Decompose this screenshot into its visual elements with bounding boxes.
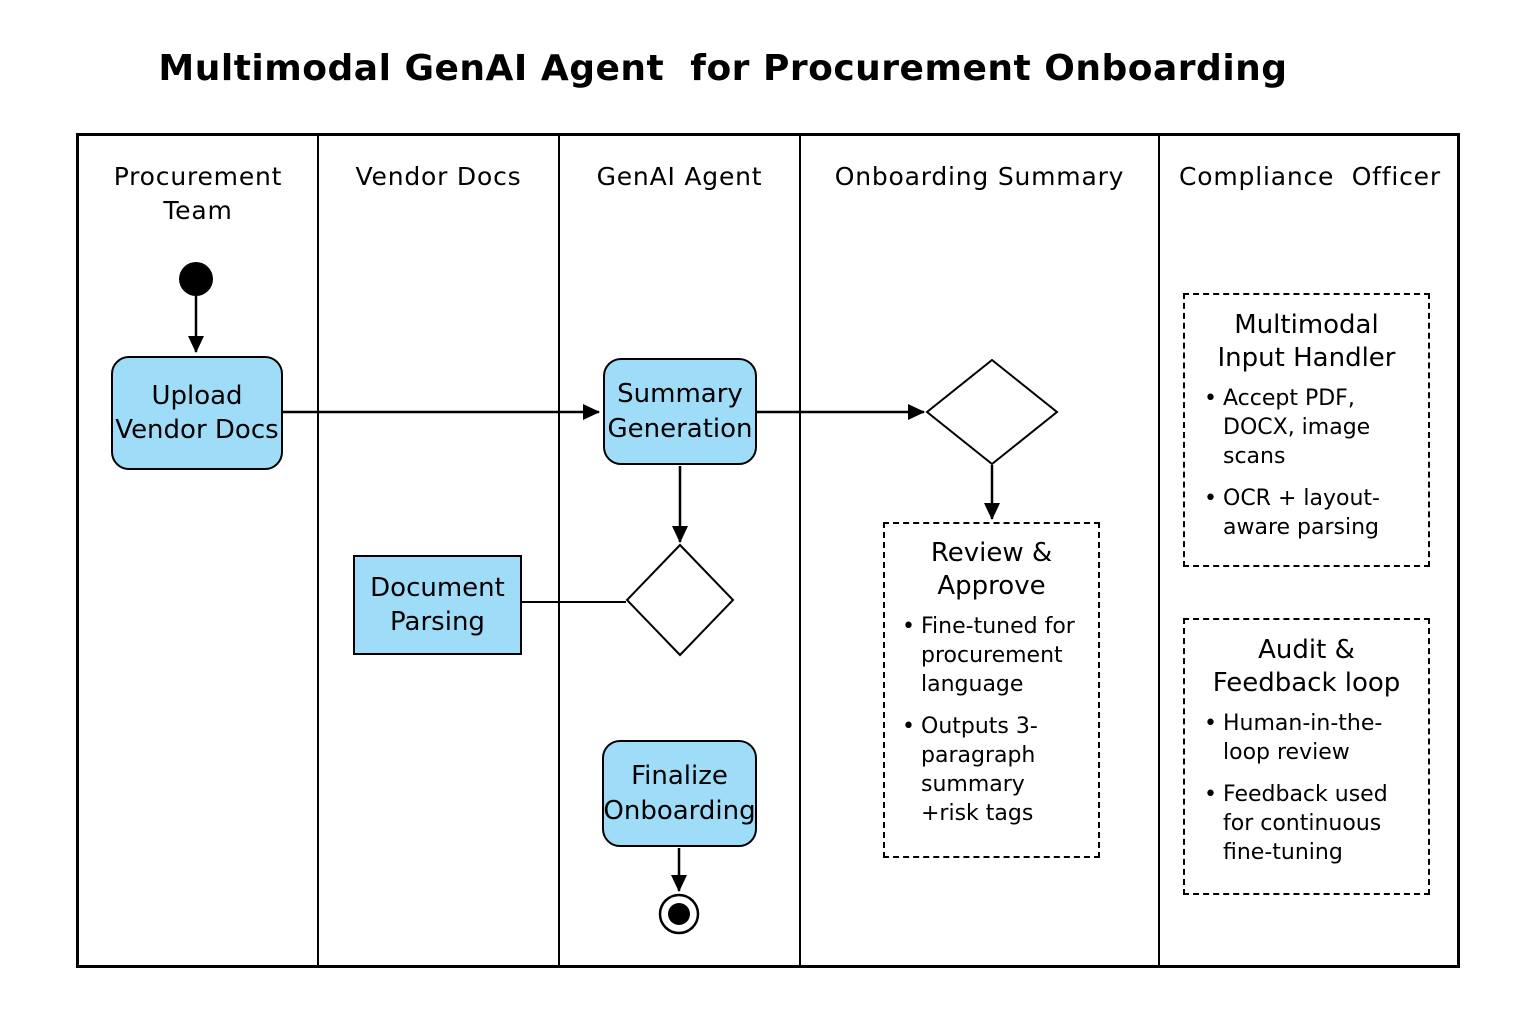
bullet-item: • Human-in-the-loop review bbox=[1201, 709, 1412, 767]
bullet-text: Fine-tuned for procurement language bbox=[921, 614, 1075, 698]
bullet-icon: • bbox=[1204, 711, 1217, 736]
bullet-text: Outputs 3-paragraph summary +risk tags bbox=[921, 714, 1038, 827]
note-title-line: Review & bbox=[930, 538, 1053, 568]
lane-header-vendor-docs: Vendor Docs bbox=[355, 162, 522, 191]
activity-label-line: Document bbox=[370, 572, 505, 603]
lane-header-procurement-team: Procurement Team bbox=[113, 162, 283, 225]
note-review-approve: Review & Approve • Fine-tuned for procur… bbox=[883, 522, 1100, 858]
bullet-icon: • bbox=[902, 614, 915, 639]
lane-header-genai-agent: GenAI Agent bbox=[596, 162, 763, 191]
activity-finalize-onboarding: Finalize Onboarding bbox=[602, 740, 757, 847]
note-title: Audit & Feedback loop bbox=[1201, 634, 1412, 699]
bullet-text: Human-in-the-loop review bbox=[1223, 711, 1383, 766]
note-title-line: Multimodal bbox=[1234, 310, 1379, 340]
activity-label-line: Summary bbox=[617, 379, 743, 410]
activity-label-line: Parsing bbox=[390, 607, 485, 637]
activity-document-parsing: Document Parsing bbox=[353, 555, 522, 655]
bullet-icon: • bbox=[902, 714, 915, 740]
note-title: Review & Approve bbox=[899, 537, 1084, 602]
lane-divider-3 bbox=[799, 133, 801, 968]
bullet-item: • Fine-tuned for procurement language bbox=[899, 612, 1084, 699]
activity-label-line: Vendor Docs bbox=[115, 415, 279, 445]
note-title-line: Input Handler bbox=[1217, 342, 1396, 373]
bullet-text: OCR + layout-aware parsing bbox=[1223, 486, 1380, 541]
activity-label-line: Finalize bbox=[631, 761, 728, 792]
bullet-icon: • bbox=[1204, 486, 1217, 512]
activity-label-line: Onboarding bbox=[603, 795, 756, 826]
lane-header-compliance-officer: Compliance Officer bbox=[1179, 162, 1441, 191]
bullet-item: • OCR + layout-aware parsing bbox=[1201, 484, 1412, 542]
bullet-item: • Outputs 3-paragraph summary +risk tags bbox=[899, 712, 1084, 828]
bullet-text: Accept PDF, DOCX, image scans bbox=[1223, 386, 1371, 470]
note-audit-feedback-loop: Audit & Feedback loop • Human-in-the-loo… bbox=[1183, 618, 1430, 895]
note-title-line: Approve bbox=[937, 570, 1046, 601]
note-multimodal-input-handler: Multimodal Input Handler • Accept PDF, D… bbox=[1183, 293, 1430, 567]
activity-label-line: Generation bbox=[607, 413, 753, 444]
activity-upload-vendor-docs: Upload Vendor Docs bbox=[111, 356, 283, 470]
bullet-item: • Feedback used for continuous fine-tuni… bbox=[1201, 780, 1412, 867]
activity-summary-generation: Summary Generation bbox=[603, 358, 757, 465]
bullet-icon: • bbox=[1204, 782, 1217, 808]
swimlane-frame bbox=[76, 133, 1460, 968]
activity-label-line: Upload bbox=[151, 380, 243, 411]
lane-divider-1 bbox=[317, 133, 319, 968]
note-title-line: Feedback loop bbox=[1212, 667, 1401, 698]
bullet-item: • Accept PDF, DOCX, image scans bbox=[1201, 384, 1412, 471]
lane-header-onboarding-summary: Onboarding Summary bbox=[834, 162, 1125, 191]
note-title-line: Audit & bbox=[1258, 635, 1355, 665]
lane-divider-2 bbox=[558, 133, 560, 968]
lane-divider-4 bbox=[1158, 133, 1160, 968]
note-title: Multimodal Input Handler bbox=[1201, 309, 1412, 374]
bullet-text: Feedback used for continuous fine-tuning bbox=[1223, 782, 1388, 866]
bullet-icon: • bbox=[1204, 386, 1217, 411]
diagram-title: Multimodal GenAI Agent for Procurement O… bbox=[158, 48, 1288, 89]
